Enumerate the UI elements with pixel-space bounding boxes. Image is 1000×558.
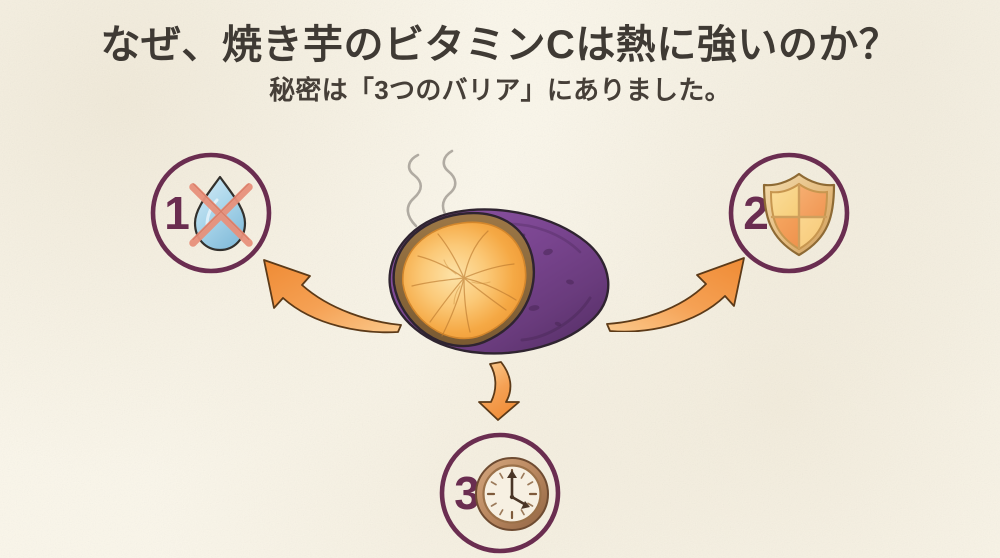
- heading-block: なぜ、焼き芋のビタミンCは熱に強いのか？ 秘密は「3つのバリア」にありました。: [0, 22, 1000, 106]
- badge-3: 3: [438, 431, 562, 555]
- arrow-to-badge-2: [604, 246, 749, 332]
- steam-illustration: [383, 140, 493, 230]
- baked-sweet-potato-illustration: [372, 190, 622, 370]
- page-subtitle: 秘密は「3つのバリア」にありました。: [269, 75, 731, 106]
- water-drop-crossed-out-icon: [189, 175, 253, 252]
- badge-2: 2: [727, 151, 851, 275]
- arrow-to-badge-3: [468, 360, 532, 422]
- shield-icon: [762, 172, 836, 257]
- page-title: なぜ、焼き芋のビタミンCは熱に強いのか？: [100, 23, 900, 67]
- badge-1: 1: [149, 151, 273, 275]
- badge-circle-outline: [150, 152, 272, 274]
- clock-icon: [475, 457, 549, 531]
- badge-circle-outline: [728, 152, 850, 274]
- arrow-to-badge-1: [258, 252, 403, 334]
- badge-circle-outline: [439, 432, 561, 554]
- badge-1-number: 1: [164, 187, 190, 239]
